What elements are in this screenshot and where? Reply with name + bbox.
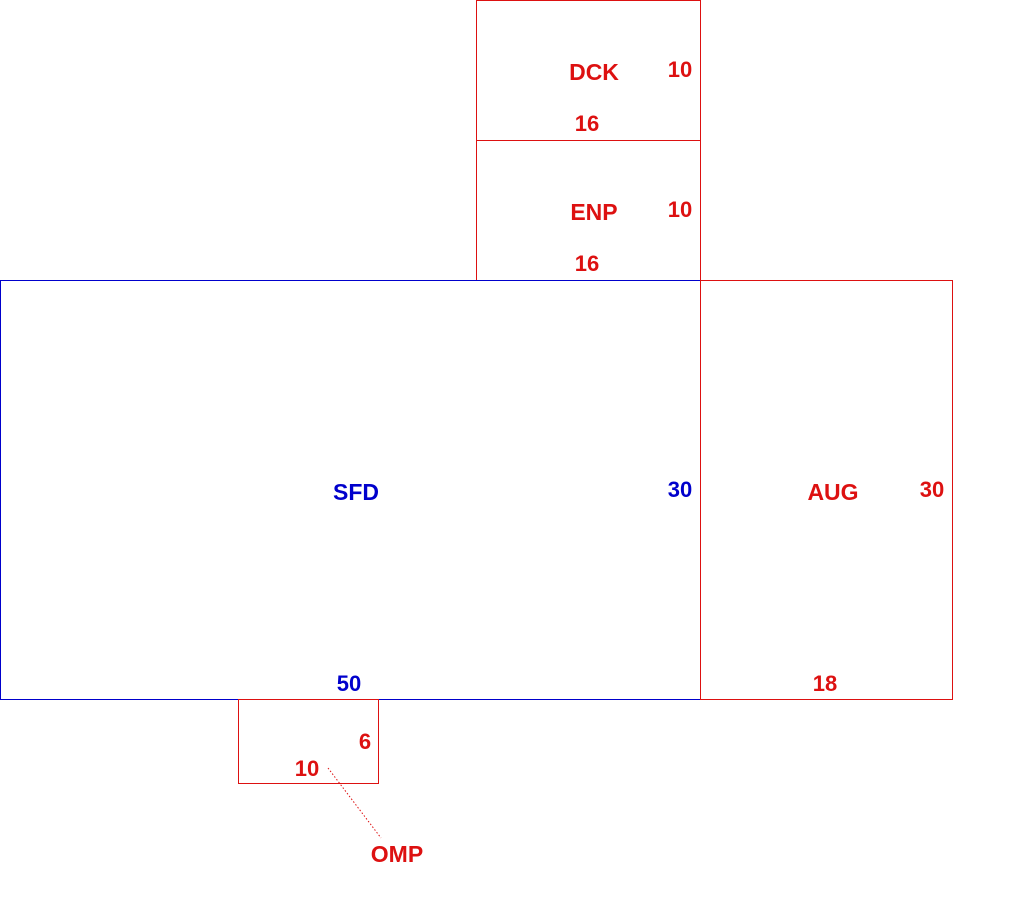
area-sfd: SFD 30 50 (0, 280, 701, 700)
dck-label: DCK (569, 59, 619, 85)
aug-width-dimension: 18 (813, 671, 837, 696)
dck-depth-dimension: 10 (668, 57, 692, 82)
sfd-width-dimension: 50 (337, 671, 361, 696)
omp-label: OMP (371, 841, 423, 867)
omp-leader-line (327, 767, 382, 839)
omp-width-dimension: 10 (295, 756, 319, 781)
aug-outline (700, 280, 953, 700)
area-enp: ENP 10 16 (476, 140, 701, 281)
area-omp: 6 10 OMP (238, 699, 423, 867)
omp-outline (238, 699, 379, 784)
enp-label: ENP (570, 199, 617, 225)
aug-depth-dimension: 30 (920, 477, 944, 502)
dck-width-dimension: 16 (575, 111, 599, 136)
aug-label: AUG (807, 479, 858, 505)
sfd-depth-dimension: 30 (668, 477, 692, 502)
omp-depth-dimension: 6 (359, 729, 371, 754)
area-dck: DCK 10 16 (476, 0, 701, 141)
enp-depth-dimension: 10 (668, 197, 692, 222)
area-aug: AUG 30 18 (700, 280, 953, 700)
enp-width-dimension: 16 (575, 251, 599, 276)
sfd-label: SFD (333, 479, 379, 505)
